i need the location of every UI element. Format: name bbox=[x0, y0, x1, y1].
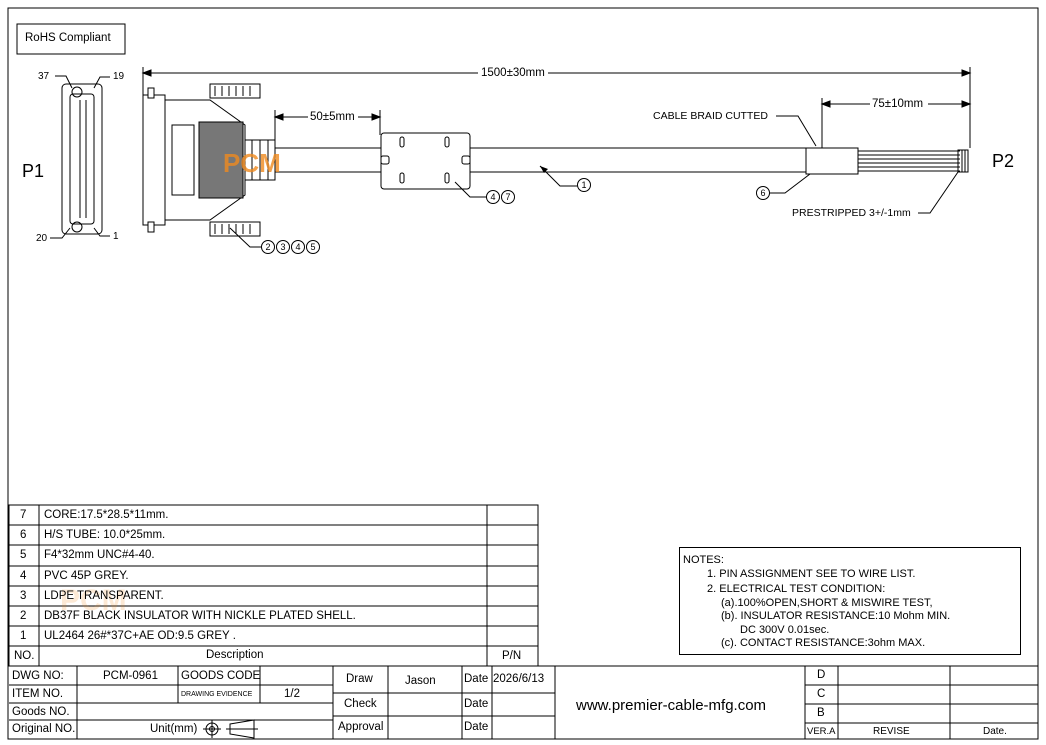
approval-label: Approval bbox=[338, 721, 384, 733]
goods-code-label: GOODS CODE bbox=[181, 670, 261, 682]
original-no-label: Original NO. bbox=[12, 723, 76, 735]
dim-total-label: 1500±30mm bbox=[481, 67, 545, 79]
leader-lines bbox=[229, 115, 959, 248]
rev-b: B bbox=[817, 707, 825, 719]
bom-header-desc: Description bbox=[206, 649, 264, 661]
p1-label: P1 bbox=[22, 161, 45, 181]
p1-face-view bbox=[50, 75, 110, 239]
notes-line: 2. ELECTRICAL TEST CONDITION: bbox=[707, 583, 886, 595]
bom-header-pn: P/N bbox=[502, 650, 522, 662]
balloon: 5 bbox=[306, 240, 320, 254]
pin-label-19: 19 bbox=[113, 71, 125, 82]
drawer-name: Jason bbox=[405, 675, 436, 687]
dim-strip-label: 75±10mm bbox=[872, 98, 924, 110]
sheet-number: 1/2 bbox=[284, 688, 300, 700]
braid-annotation: CABLE BRAID CUTTED bbox=[653, 110, 768, 122]
bom-row-desc: UL2464 26#*37C+AE OD:9.5 GREY . bbox=[44, 630, 236, 642]
p2-label: P2 bbox=[992, 151, 1015, 171]
bom-row-no: 3 bbox=[20, 590, 27, 602]
bom-row-desc: CORE:17.5*28.5*11mm. bbox=[44, 509, 169, 521]
bom-row-no: 2 bbox=[20, 610, 27, 622]
bom-row-no: 1 bbox=[20, 630, 27, 642]
notes-title: NOTES: bbox=[683, 554, 724, 566]
notes-line: (c). CONTACT RESISTANCE:3ohm MAX. bbox=[721, 637, 926, 649]
title-block-grid bbox=[9, 665, 1038, 739]
goods-no-label: Goods NO. bbox=[12, 706, 70, 718]
notes-line: (a).100%OPEN,SHORT & MISWIRE TEST, bbox=[721, 597, 933, 609]
date-column-label: Date. bbox=[983, 726, 1007, 737]
check-label: Check bbox=[344, 698, 377, 710]
cable-jacket bbox=[275, 147, 806, 173]
svg-text:PCM: PCM bbox=[223, 148, 281, 178]
pin-label-1: 1 bbox=[113, 231, 119, 242]
notes-box: NOTES: 1. PIN ASSIGNMENT SEE TO WIRE LIS… bbox=[679, 547, 1021, 655]
balloon: 6 bbox=[756, 186, 770, 200]
balloon: 4 bbox=[486, 190, 500, 204]
pcm-watermark-logo: PCM bbox=[223, 148, 281, 178]
bom-table-grid bbox=[8, 504, 539, 667]
bom-row-no: 7 bbox=[20, 509, 27, 521]
ver-label: VER.A bbox=[807, 726, 836, 737]
revise-label: REVISE bbox=[873, 726, 910, 737]
dwg-no-label: DWG NO: bbox=[12, 670, 64, 682]
balloon: 3 bbox=[276, 240, 290, 254]
balloon-group-tube: 6 bbox=[756, 186, 770, 200]
heat-shrink-tube bbox=[805, 147, 859, 175]
unit-label: Unit(mm) bbox=[150, 723, 198, 735]
bom-row-desc: PVC 45P GREY. bbox=[44, 570, 129, 582]
bom-header-no: NO. bbox=[14, 650, 35, 662]
date-label: Date bbox=[464, 698, 489, 710]
svg-text:PCM: PCM bbox=[60, 584, 127, 617]
prestripped-annotation: PRESTRIPPED 3+/-1mm bbox=[792, 207, 911, 219]
dim-boot-line bbox=[273, 110, 382, 140]
balloon: 2 bbox=[261, 240, 275, 254]
balloon: 4 bbox=[291, 240, 305, 254]
rev-c: C bbox=[817, 688, 826, 700]
rohs-label: RoHS Compliant bbox=[25, 32, 111, 44]
db37-connector bbox=[142, 83, 276, 237]
notes-line: 1. PIN ASSIGNMENT SEE TO WIRE LIST. bbox=[707, 568, 916, 580]
bom-row-no: 5 bbox=[20, 549, 27, 561]
bom-row-no: 6 bbox=[20, 529, 27, 541]
balloon-group-core: 4 7 bbox=[486, 190, 515, 204]
drawing-evidence-label: DRAWING EVIDENCE bbox=[181, 691, 253, 698]
dim-total-line bbox=[141, 67, 972, 148]
balloon-group-cable: 1 bbox=[577, 178, 591, 192]
notes-line: DC 300V 0.01sec. bbox=[740, 624, 830, 636]
bom-row-desc: LDPE TRANSPARENT. bbox=[44, 590, 164, 602]
dim-boot-label: 50±5mm bbox=[310, 111, 355, 123]
item-no-label: ITEM NO. bbox=[12, 688, 64, 700]
dwg-no-value: PCM-0961 bbox=[103, 670, 158, 682]
date-label: Date bbox=[464, 673, 489, 685]
dim-strip-line bbox=[820, 98, 972, 148]
ferrite-core bbox=[380, 132, 471, 190]
stripped-wires bbox=[858, 149, 969, 173]
rev-d: D bbox=[817, 669, 826, 681]
balloon-group-connector: 2 3 4 5 bbox=[261, 240, 320, 254]
leader-arrow-cable bbox=[540, 166, 548, 173]
date-value: 2026/6/13 bbox=[493, 673, 545, 685]
balloon: 7 bbox=[501, 190, 515, 204]
pin-label-20: 20 bbox=[36, 233, 48, 244]
sheet-border bbox=[7, 7, 1039, 740]
bom-row-no: 4 bbox=[20, 570, 27, 582]
bom-row-desc: F4*32mm UNC#4-40. bbox=[44, 549, 155, 561]
notes-line: (b). INSULATOR RESISTANCE:10 Mohm MIN. bbox=[721, 610, 951, 622]
website-url: www.premier-cable-mfg.com bbox=[576, 697, 767, 714]
bom-row-desc: H/S TUBE: 10.0*25mm. bbox=[44, 529, 166, 541]
draw-label: Draw bbox=[346, 673, 373, 685]
bom-row-desc: DB37F BLACK INSULATOR WITH NICKLE PLATED… bbox=[44, 610, 356, 622]
projection-symbol-icon bbox=[203, 719, 258, 739]
date-label: Date bbox=[464, 721, 489, 733]
balloon: 1 bbox=[577, 178, 591, 192]
pin-label-37: 37 bbox=[38, 71, 50, 82]
pcm-watermark-logo-faint: PCM bbox=[60, 584, 127, 617]
rohs-box bbox=[16, 23, 126, 55]
